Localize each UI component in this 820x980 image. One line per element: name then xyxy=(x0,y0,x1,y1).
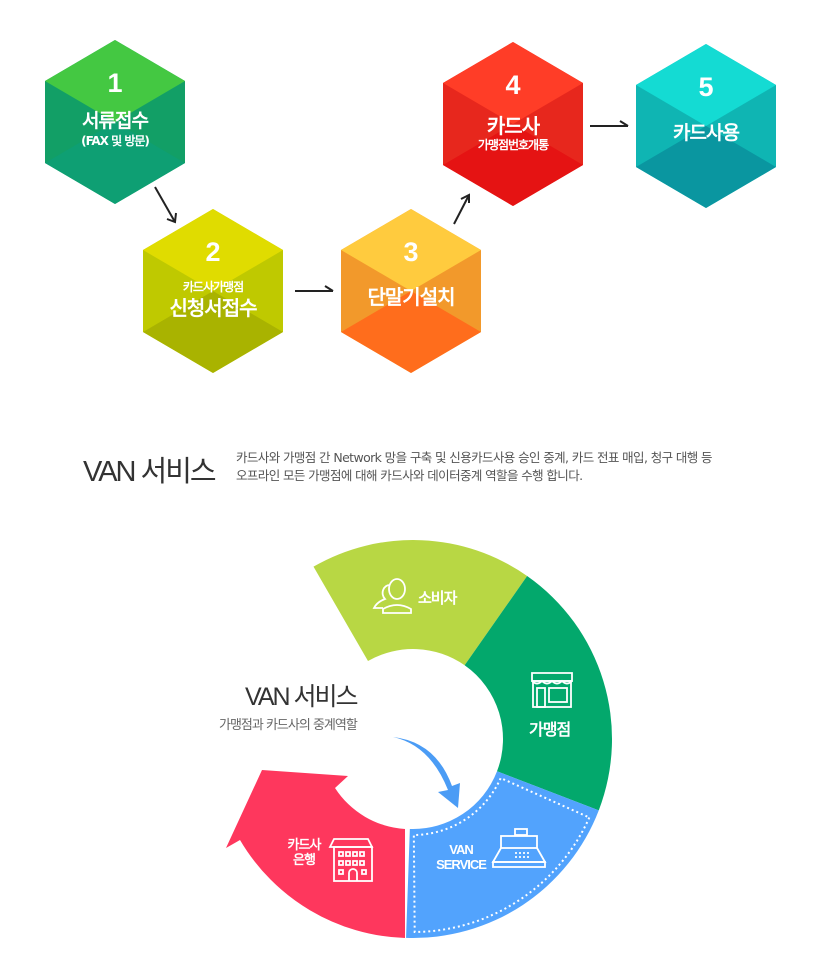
consumer-icon xyxy=(372,578,412,614)
step-subtitle: 가맹점번호개통 xyxy=(477,138,549,152)
arrow-icon xyxy=(590,120,629,127)
step-3-hexagon: 3 단말기설치 xyxy=(341,209,481,373)
van-section-description: 카드사와 가맹점 간 Network 망을 구축 및 신용카드사용 승인 중계,… xyxy=(236,449,713,485)
step-title: 신청서접수 xyxy=(169,296,258,320)
merchant-segment xyxy=(464,575,613,811)
hexagon-right-face xyxy=(115,81,185,163)
step-number: 5 xyxy=(698,72,714,102)
step-number: 1 xyxy=(107,68,123,98)
consumer-segment xyxy=(313,540,528,666)
van-service-dotted-border xyxy=(412,776,591,934)
step-subtitle: (FAX 및 방문) xyxy=(81,134,150,148)
hexagon-bottom-face xyxy=(443,124,583,206)
step-title: 카드사 xyxy=(486,114,540,138)
curved-arrow-icon xyxy=(393,737,460,808)
flow-arrows xyxy=(154,120,629,292)
hexagon-bottom-face xyxy=(143,291,283,373)
arrow-icon xyxy=(295,285,334,292)
description-line: 오프라인 모든 가맹점에 대해 카드사와 데이터중계 역할을 수행 합니다. xyxy=(236,468,583,483)
step-title: 카드사용 xyxy=(673,122,740,144)
label-line: SERVICE xyxy=(436,857,487,872)
hexagon-shape xyxy=(636,44,776,208)
cycle-center-subtitle: 가맹점과 카드사의 중계역할 xyxy=(219,718,358,733)
description-line: 카드사와 가맹점 간 Network 망을 구축 및 신용카드사용 승인 중계,… xyxy=(236,450,713,465)
hexagon-shape xyxy=(341,209,481,373)
consumer-label: 소비자 xyxy=(418,589,457,607)
hexagon-left-face xyxy=(443,83,513,165)
step-subtitle: 카드사가맹점 xyxy=(182,280,244,294)
step-number: 3 xyxy=(403,237,419,267)
hexagon-right-face xyxy=(411,250,481,332)
hexagon-right-face xyxy=(213,250,283,332)
hexagon-top-face xyxy=(45,40,185,122)
van-service-label: VAN SERVICE xyxy=(433,842,489,872)
step-title: 서류접수 xyxy=(82,110,149,132)
merchant-label: 가맹점 xyxy=(529,720,571,739)
step-number: 2 xyxy=(205,237,221,267)
hexagon-top-face xyxy=(143,209,283,291)
hexagon-shape xyxy=(143,209,283,373)
step-2-hexagon: 2 카드사가맹점 신청서접수 xyxy=(143,209,283,373)
van-section-title: VAN 서비스 xyxy=(83,456,217,488)
hexagon-shape xyxy=(443,42,583,206)
hexagon-top-face xyxy=(443,42,583,124)
card-company-label: 카드사 은행 xyxy=(282,838,326,868)
hexagon-left-face xyxy=(45,81,115,163)
bank-building-icon xyxy=(328,838,374,882)
van-service-segment xyxy=(406,771,599,938)
step-4-hexagon: 4 카드사 가맹점번호개통 xyxy=(443,42,583,206)
hexagon-top-face xyxy=(636,44,776,126)
step-1-hexagon: 1 서류접수 (FAX 및 방문) xyxy=(45,40,185,204)
step-5-hexagon: 5 카드사용 xyxy=(636,44,776,208)
hexagon-left-face xyxy=(143,250,213,332)
arrow-icon xyxy=(453,193,470,225)
hexagon-right-face xyxy=(706,85,776,167)
cycle-center-title: VAN 서비스 xyxy=(245,683,358,711)
hexagon-left-face xyxy=(341,250,411,332)
hexagon-left-face xyxy=(636,85,706,167)
hexagon-bottom-face xyxy=(45,122,185,204)
card-company-segment xyxy=(226,770,405,938)
store-icon xyxy=(531,672,573,708)
label-line: VAN xyxy=(449,842,473,857)
step-title: 단말기설치 xyxy=(367,285,456,309)
hexagon-bottom-face xyxy=(341,291,481,373)
hexagon-shape xyxy=(45,40,185,204)
cash-register-icon xyxy=(491,828,547,868)
hexagon-top-face xyxy=(341,209,481,291)
arrow-icon xyxy=(154,186,177,224)
hexagon-right-face xyxy=(513,83,583,165)
hexagon-bottom-face xyxy=(636,126,776,208)
step-number: 4 xyxy=(505,70,521,100)
label-line: 카드사 xyxy=(287,838,322,853)
label-line: 은행 xyxy=(293,853,316,868)
